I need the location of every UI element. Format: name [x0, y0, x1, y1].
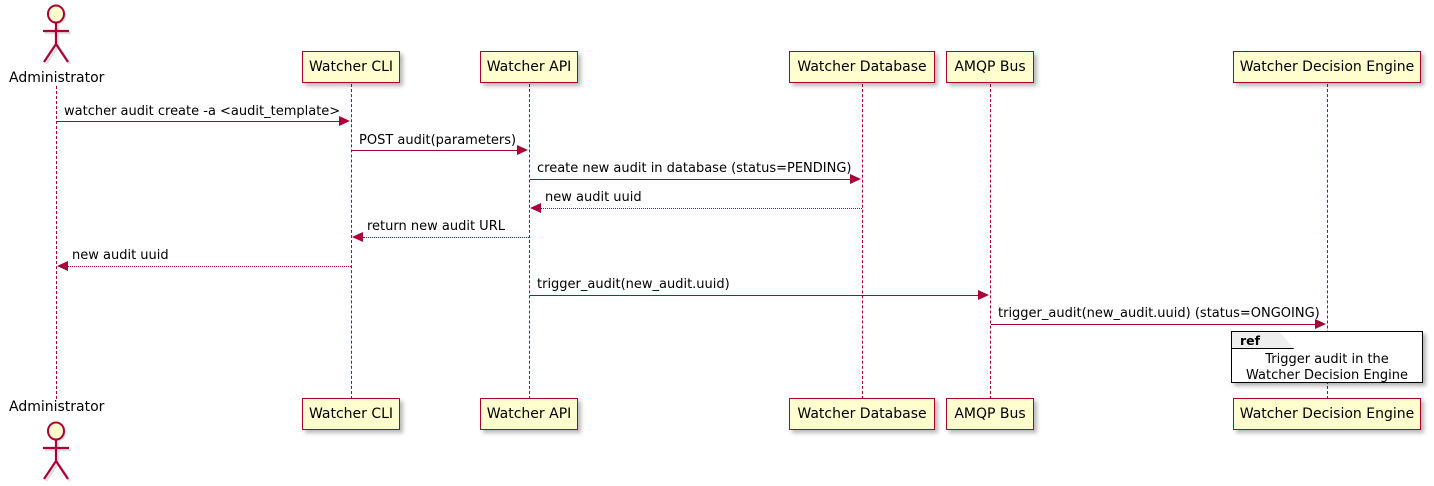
- message-line-3: [541, 208, 862, 209]
- message-arrowhead-2: [850, 174, 861, 184]
- ref-body-text: Trigger audit in the Watcher Decision En…: [1232, 352, 1422, 384]
- participant-amqp-bus-top[interactable]: AMQP Bus: [946, 51, 1034, 83]
- participant-watcher-decision-engine-top[interactable]: Watcher Decision Engine: [1233, 51, 1421, 83]
- lifeline-administrator: [56, 86, 57, 399]
- message-arrowhead-0: [339, 116, 350, 126]
- lifeline-watcher-database: [862, 84, 863, 399]
- message-line-1: [352, 150, 518, 151]
- participant-watcher-database-top[interactable]: Watcher Database: [789, 51, 935, 83]
- message-line-7: [991, 324, 1316, 325]
- message-arrowhead-7: [1315, 319, 1326, 329]
- actor-administrator-top: [43, 4, 72, 64]
- actor-label-administrator-bottom: Administrator: [9, 399, 105, 415]
- message-label-5: new audit uuid: [72, 248, 169, 263]
- lifeline-watcher-api: [529, 84, 530, 399]
- message-arrowhead-4: [352, 232, 363, 242]
- participant-watcher-api-top[interactable]: Watcher API: [480, 51, 578, 83]
- message-label-6: trigger_audit(new_audit.uuid): [537, 277, 730, 292]
- message-arrowhead-1: [517, 145, 528, 155]
- message-arrowhead-5: [57, 261, 68, 271]
- lifeline-watcher-cli: [351, 84, 352, 399]
- actor-label-administrator-top: Administrator: [9, 70, 105, 86]
- lifeline-amqp-bus: [990, 84, 991, 399]
- participant-watcher-cli-bottom[interactable]: Watcher CLI: [302, 398, 400, 430]
- ref-body-line-2: Watcher Decision Engine: [1246, 368, 1408, 383]
- message-arrowhead-6: [978, 290, 989, 300]
- ref-body-line-1: Trigger audit in the: [1265, 352, 1389, 367]
- message-label-2: create new audit in database (status=PEN…: [537, 161, 852, 176]
- message-label-3: new audit uuid: [545, 190, 642, 205]
- participant-watcher-api-bottom[interactable]: Watcher API: [480, 398, 578, 430]
- message-line-2: [530, 179, 851, 180]
- message-line-0: [57, 121, 340, 122]
- message-line-5: [68, 266, 351, 267]
- ref-fragment-trigger-audit: ref Trigger audit in the Watcher Decisio…: [1231, 331, 1423, 383]
- participant-watcher-cli-top[interactable]: Watcher CLI: [302, 51, 400, 83]
- message-line-4: [363, 237, 529, 238]
- participant-watcher-decision-engine-bottom[interactable]: Watcher Decision Engine: [1233, 398, 1421, 430]
- ref-tab-label: ref: [1240, 333, 1261, 348]
- lifeline-watcher-decision-engine: [1327, 84, 1328, 399]
- message-arrowhead-3: [530, 203, 541, 213]
- message-label-7: trigger_audit(new_audit.uuid) (status=ON…: [998, 306, 1320, 321]
- message-label-0: watcher audit create -a <audit_template>: [64, 104, 341, 119]
- actor-administrator-bottom: [43, 421, 72, 481]
- participant-amqp-bus-bottom[interactable]: AMQP Bus: [946, 398, 1034, 430]
- participant-watcher-database-bottom[interactable]: Watcher Database: [789, 398, 935, 430]
- message-label-4: return new audit URL: [367, 219, 505, 234]
- message-label-1: POST audit(parameters): [359, 133, 517, 148]
- message-line-6: [530, 295, 979, 296]
